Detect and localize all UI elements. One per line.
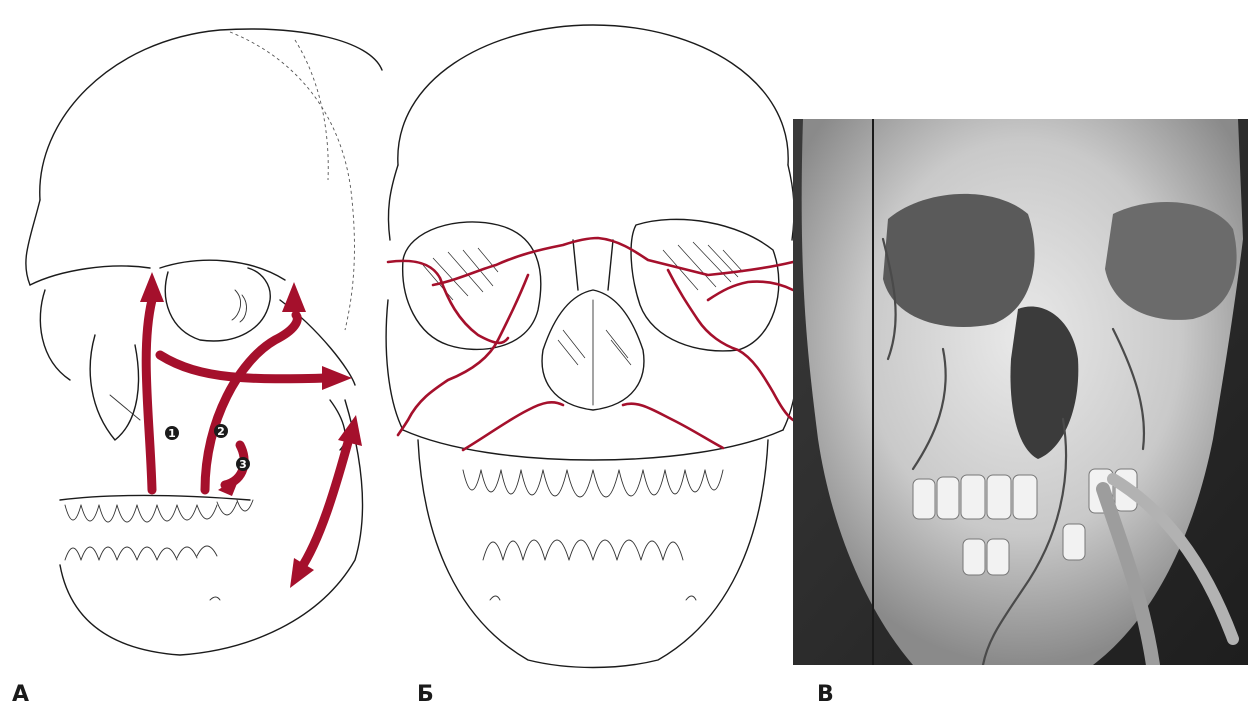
skull-frontal-illustration xyxy=(378,0,798,680)
arrow-number-3: 3 xyxy=(236,457,250,471)
arrow-number-2: 2 xyxy=(214,424,228,438)
panel-label-b: Б xyxy=(417,682,434,707)
panel-label-a: А xyxy=(12,682,29,707)
svg-text:3: 3 xyxy=(239,458,247,471)
panel-a: 1 2 3 xyxy=(0,0,390,680)
panel-c xyxy=(793,119,1248,665)
panel-b xyxy=(378,0,798,680)
ct-reconstruction-image xyxy=(793,119,1248,665)
svg-text:1: 1 xyxy=(168,427,176,440)
arrow-number-1: 1 xyxy=(165,426,179,440)
skull-oblique-illustration: 1 2 3 xyxy=(0,0,390,680)
svg-text:2: 2 xyxy=(217,425,225,438)
panel-label-c: В xyxy=(817,682,834,707)
